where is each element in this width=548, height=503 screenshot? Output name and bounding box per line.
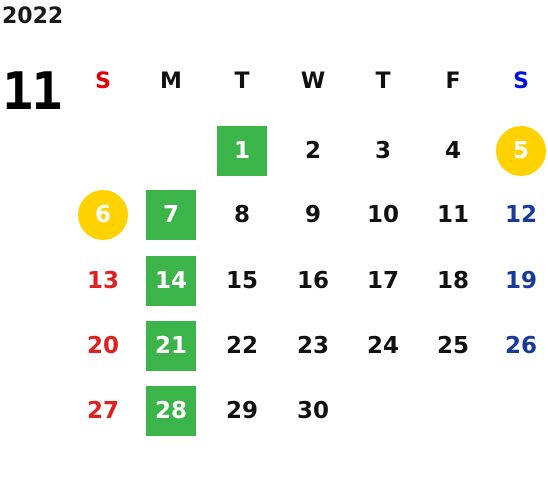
calendar-day[interactable]: 10 (366, 202, 399, 228)
weekday-header: S (513, 68, 529, 94)
calendar-day[interactable]: 7 (146, 190, 196, 240)
calendar-day[interactable]: 6 (78, 190, 128, 240)
calendar-day[interactable]: 26 (504, 333, 537, 359)
calendar-day[interactable]: 25 (436, 333, 469, 359)
calendar-day[interactable]: 1 (217, 126, 267, 176)
calendar-month: 11 (2, 62, 63, 122)
weekday-header: S (95, 68, 111, 94)
weekday-header: W (300, 68, 326, 94)
calendar-day[interactable]: 12 (504, 202, 537, 228)
calendar-day[interactable]: 9 (304, 202, 321, 228)
calendar-day[interactable]: 19 (504, 268, 537, 294)
weekday-header: F (445, 68, 461, 94)
calendar-day[interactable]: 20 (86, 333, 119, 359)
calendar-day[interactable]: 4 (444, 138, 461, 164)
weekday-header: T (234, 68, 250, 94)
calendar-day[interactable]: 28 (146, 386, 196, 436)
calendar-day[interactable]: 29 (225, 398, 258, 424)
weekday-header: M (160, 68, 182, 94)
weekday-header: T (375, 68, 391, 94)
calendar-day[interactable]: 3 (374, 138, 391, 164)
calendar-day[interactable]: 16 (296, 268, 329, 294)
calendar-day[interactable]: 22 (225, 333, 258, 359)
calendar-day[interactable]: 5 (496, 126, 546, 176)
calendar-day[interactable]: 21 (146, 321, 196, 371)
calendar-day[interactable]: 8 (233, 202, 250, 228)
calendar-day[interactable]: 15 (225, 268, 258, 294)
calendar-day[interactable]: 24 (366, 333, 399, 359)
calendar-day[interactable]: 30 (296, 398, 329, 424)
calendar-day[interactable]: 17 (366, 268, 399, 294)
calendar-day[interactable]: 23 (296, 333, 329, 359)
calendar-day[interactable]: 14 (146, 256, 196, 306)
calendar-day[interactable]: 18 (436, 268, 469, 294)
calendar-day[interactable]: 2 (304, 138, 321, 164)
calendar-year: 2022 (2, 4, 64, 29)
calendar-day[interactable]: 11 (436, 202, 469, 228)
calendar-day[interactable]: 13 (86, 268, 119, 294)
calendar-day[interactable]: 27 (86, 398, 119, 424)
